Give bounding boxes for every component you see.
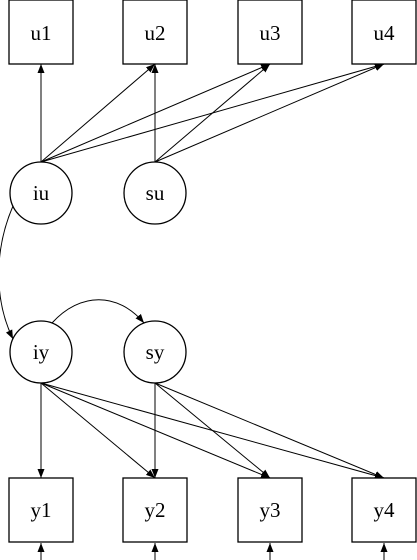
observed-u4: u4 xyxy=(352,0,416,64)
path-su-u4 xyxy=(155,64,384,162)
latent-sy: sy xyxy=(124,321,186,383)
node-u1-label: u1 xyxy=(31,21,52,45)
node-u2-label: u2 xyxy=(145,21,166,45)
node-y2-label: y2 xyxy=(145,498,166,522)
path-iy-y2 xyxy=(41,383,155,478)
observed-y2: y2 xyxy=(123,478,187,542)
observed-u1: u1 xyxy=(9,0,73,64)
covariance-iy-sy xyxy=(52,300,144,323)
node-iu-label: iu xyxy=(33,181,50,205)
observed-u2: u2 xyxy=(123,0,187,64)
latent-su: su xyxy=(124,162,186,224)
latent-iu: iu xyxy=(10,162,72,224)
path-sy-y3 xyxy=(155,383,270,478)
node-su-label: su xyxy=(146,181,165,205)
node-y4-label: y4 xyxy=(374,498,396,522)
node-sy-label: sy xyxy=(146,340,165,364)
node-iy-label: iy xyxy=(33,340,50,364)
path-iu-u2 xyxy=(41,64,155,162)
observed-y4: y4 xyxy=(352,478,416,542)
node-y1-label: y1 xyxy=(31,498,52,522)
path-sy-y4 xyxy=(155,383,384,478)
node-u4-label: u4 xyxy=(374,21,396,45)
node-y3-label: y3 xyxy=(260,498,281,522)
path-su-u3 xyxy=(155,64,270,162)
observed-y3: y3 xyxy=(238,478,302,542)
observed-u3: u3 xyxy=(238,0,302,64)
node-u3-label: u3 xyxy=(260,21,281,45)
observed-y1: y1 xyxy=(9,478,73,542)
covariance-iu-iy xyxy=(0,206,13,339)
latent-iy: iy xyxy=(10,321,72,383)
